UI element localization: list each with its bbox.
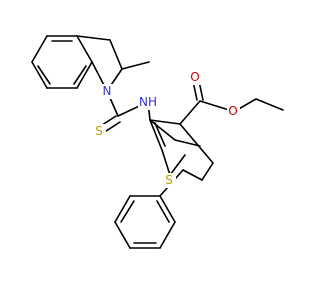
atom-label-o-ester: O — [228, 104, 237, 118]
structure-canvas: N NH S S O O — [31, 35, 284, 249]
atom-n-indoline: N — [100, 84, 113, 99]
atom-s-thiophene: S — [163, 173, 176, 188]
bond — [169, 154, 186, 176]
bond — [159, 195, 176, 223]
bond — [255, 98, 284, 111]
bond — [174, 139, 201, 147]
atom-o-ester: O — [227, 104, 240, 119]
bond-layer — [31, 35, 284, 249]
bond — [179, 100, 201, 125]
bond-aromatic-inner — [37, 65, 51, 85]
atom-label-s-thiophene: S — [165, 173, 173, 187]
bond-aromatic-inner — [120, 200, 135, 223]
bond — [114, 221, 131, 249]
atom-label-layer: N NH S S O O — [93, 70, 240, 188]
bond — [199, 100, 230, 111]
bond — [161, 149, 171, 176]
atom-s-thione: S — [93, 124, 106, 139]
bond — [182, 169, 203, 181]
bond — [76, 35, 111, 41]
atom-label-n-indoline: N — [103, 84, 112, 98]
bond-aromatic-inner — [73, 65, 87, 85]
bond-double-inner — [154, 122, 166, 147]
bond-aromatic-inner — [156, 200, 170, 223]
bond — [179, 123, 214, 164]
atom-label-nh: NH — [139, 95, 157, 109]
bond — [149, 119, 163, 151]
bond — [149, 119, 176, 141]
bond — [76, 35, 93, 63]
bond — [31, 35, 48, 63]
atom-nh: NH — [138, 95, 159, 110]
bond — [76, 61, 93, 89]
bond — [159, 221, 176, 249]
atom-label-o-carbonyl: O — [190, 70, 199, 84]
bond — [201, 162, 214, 181]
bond — [109, 39, 123, 70]
molecule-structure: N NH S S O O — [31, 35, 284, 249]
bond — [31, 61, 48, 89]
bond-methyl — [121, 61, 150, 70]
atom-label-s-thione: S — [95, 124, 103, 138]
bond — [236, 98, 257, 111]
bond — [114, 195, 131, 223]
atom-o-carbonyl: O — [189, 70, 202, 85]
bond — [149, 119, 181, 125]
